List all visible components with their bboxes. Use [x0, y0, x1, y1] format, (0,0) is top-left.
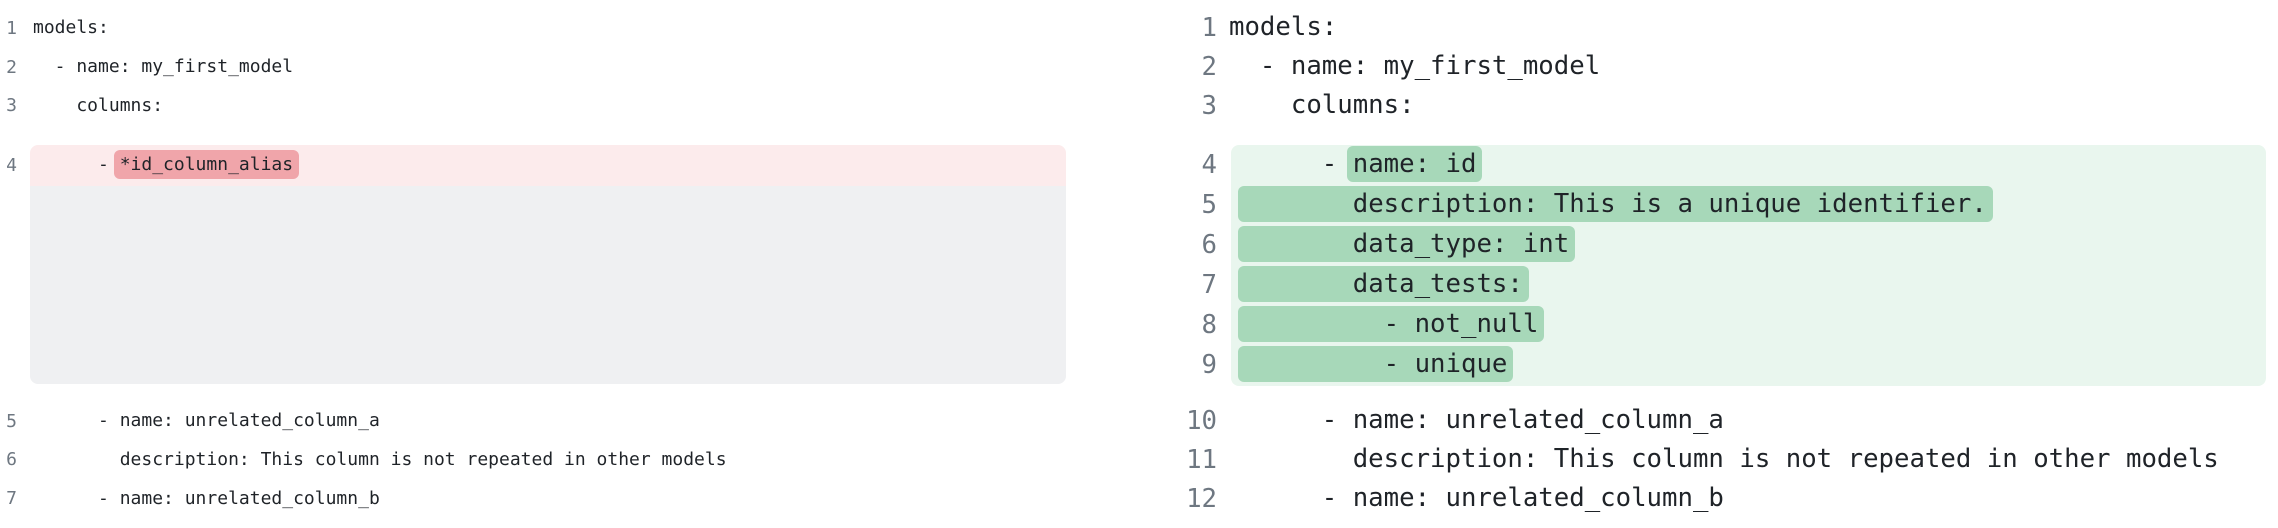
line-text: - name: unrelated_column_b	[1229, 482, 1724, 513]
line-number: 4	[6, 154, 17, 176]
code-segment: description: This column is not repeated…	[1229, 444, 2219, 475]
code-line: 8 - not_null	[1139, 305, 2278, 345]
diff-gap	[1139, 385, 2278, 402]
code-line: 10 - name: unrelated_column_a	[1139, 402, 2278, 441]
line-text: - unique	[1229, 346, 1514, 383]
line-text: data_tests:	[1229, 266, 1529, 303]
line-number: 2	[6, 56, 17, 78]
code-line: 5 description: This is a unique identifi…	[1139, 185, 2278, 225]
code-line: 1 models:	[0, 9, 1139, 48]
line-number: 12	[1186, 483, 1217, 514]
code-line: 3 columns:	[0, 86, 1139, 125]
code-segment: - name: my_first_model	[1229, 51, 1601, 82]
line-number: 3	[1201, 90, 1217, 121]
collapsed-filler-block	[30, 186, 1066, 384]
added-highlight: data_type: int	[1238, 226, 1576, 263]
code-segment: - name: unrelated_column_b	[33, 487, 380, 509]
line-text: - name: my_first_model	[33, 58, 293, 76]
code-segment: description: This column is not repeated…	[33, 448, 727, 470]
code-segment: columns:	[33, 94, 164, 116]
line-number: 7	[6, 488, 17, 510]
code-segment: models:	[33, 17, 109, 39]
code-line: 7 data_tests:	[1139, 265, 2278, 305]
code-line: 2 - name: my_first_model	[1139, 48, 2278, 87]
line-text: columns:	[33, 94, 164, 116]
code-segment: - name: unrelated_column_b	[1229, 482, 1724, 513]
removed-highlight: *id_column_alias	[113, 150, 300, 180]
line-text: - name: my_first_model	[1229, 51, 1601, 82]
line-number: 8	[1201, 309, 1217, 340]
code-line: 2 - name: my_first_model	[0, 48, 1139, 87]
line-number: 1	[1201, 13, 1217, 44]
added-lines-highlight	[1231, 145, 2266, 386]
code-segment: -	[33, 154, 120, 176]
code-line: 1 models:	[1139, 9, 2278, 48]
added-highlight: name: id	[1346, 146, 1483, 183]
code-segment: - name: unrelated_column_a	[1229, 405, 1724, 436]
code-line: 5 - name: unrelated_column_a	[0, 402, 1139, 441]
line-number: 9	[1201, 349, 1217, 380]
line-number: 5	[1201, 189, 1217, 220]
line-number: 5	[6, 410, 17, 432]
filler-spacer	[0, 186, 1139, 384]
line-number: 1	[6, 17, 17, 39]
line-text: description: This column is not repeated…	[33, 448, 727, 470]
code-segment: models:	[1229, 12, 1338, 43]
added-highlight: - unique	[1238, 346, 1514, 383]
diff-gap	[0, 384, 1139, 402]
code-line: 7 - name: unrelated_column_b	[0, 479, 1139, 518]
line-text: columns:	[1229, 89, 1415, 120]
line-text: models:	[1229, 15, 1337, 41]
code-segment: - name: my_first_model	[33, 56, 294, 78]
diff-gap	[0, 125, 1139, 145]
line-number: 6	[6, 449, 17, 471]
line-number: 3	[6, 95, 17, 117]
code-segment: - name: unrelated_column_a	[33, 410, 380, 432]
line-text: - name: unrelated_column_a	[1229, 408, 1724, 434]
line-text: - name: id	[1229, 146, 1483, 183]
code-line: 6 data_type: int	[1139, 225, 2278, 265]
line-number: 2	[1201, 52, 1217, 83]
code-line: 11 description: This column is not repea…	[1139, 441, 2278, 480]
code-line: 3 columns:	[1139, 86, 2278, 125]
line-number: 6	[1201, 229, 1217, 260]
added-highlight: description: This is a unique identifier…	[1238, 186, 1993, 223]
code-line: 4 - *id_column_alias	[0, 145, 1139, 186]
line-text: - not_null	[1229, 306, 1545, 343]
line-text: - name: unrelated_column_b	[33, 487, 380, 509]
added-highlight: - not_null	[1238, 306, 1545, 343]
line-number: 4	[1201, 149, 1217, 180]
line-text: data_type: int	[1229, 226, 1576, 263]
line-number: 10	[1186, 406, 1217, 437]
line-text: description: This column is not repeated…	[1229, 444, 2219, 475]
code-line: 6 description: This column is not repeat…	[0, 441, 1139, 480]
code-line: 9 - unique	[1139, 345, 2278, 385]
line-text: - name: unrelated_column_a	[33, 412, 380, 430]
code-line: 12 - name: unrelated_column_b	[1139, 479, 2278, 518]
code-line: 4 - name: id	[1139, 145, 2278, 185]
code-segment: -	[1229, 149, 1353, 180]
line-text: - *id_column_alias	[33, 150, 300, 180]
diff-gap	[1139, 125, 2278, 145]
line-text: description: This is a unique identifier…	[1229, 186, 1993, 223]
line-number: 7	[1201, 269, 1217, 300]
added-highlight: data_tests:	[1238, 266, 1529, 303]
line-text: models:	[33, 19, 109, 37]
line-number: 11	[1186, 444, 1217, 475]
code-segment: columns:	[1229, 89, 1415, 120]
